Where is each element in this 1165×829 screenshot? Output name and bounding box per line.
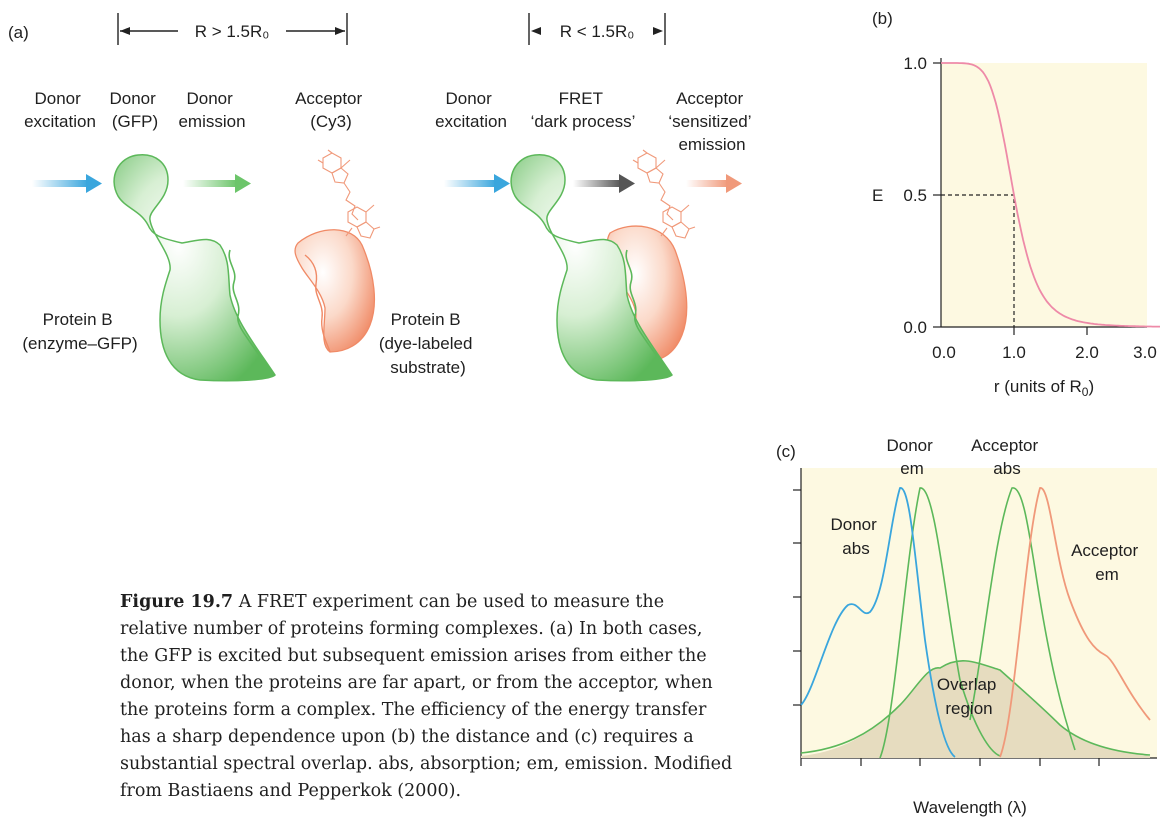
panel-a: (a) R > 1.5R₀ R < 1.5R₀ Donor excitation… [8, 13, 755, 382]
panel-b: (b) 1.0 0.5 0.0 E 0.0 1.0 2.0 3.0 r (uni… [872, 9, 1160, 399]
y-axis-label-b: E [872, 186, 883, 205]
label-protein-b-dye: Protein B (dye-labeled substrate) [379, 310, 477, 377]
figure-number: Figure 19.7 [120, 592, 234, 612]
gfp-shape [113, 154, 276, 382]
donor-abs-curve [800, 487, 956, 758]
complex-gfp-shape [510, 154, 673, 382]
label-acceptor-cy3: Acceptor (Cy3) [295, 89, 367, 131]
label-donor-excitation-2: Donor excitation [435, 89, 507, 131]
arrow-donor-excitation-2 [444, 174, 510, 193]
label-acceptor-em: Acceptor em [1071, 541, 1143, 584]
y-tick-1: 1.0 [903, 54, 927, 73]
label-donor-gfp: Donor (GFP) [109, 89, 160, 131]
arrow-acceptor-emission [686, 174, 742, 193]
x-tick-2: 2.0 [1075, 343, 1099, 362]
arrow-donor-excitation [32, 174, 102, 193]
panel-b-label: (b) [872, 9, 893, 28]
arrow-fret-transfer [573, 174, 635, 193]
label-donor-abs: Donor abs [830, 515, 881, 558]
arrow-donor-emission [183, 174, 251, 193]
label-acceptor-abs: Acceptor abs [971, 436, 1043, 478]
label-donor-excitation: Donor excitation [24, 89, 96, 131]
cy3-dye-molecule [317, 149, 381, 239]
x-axis-label-c: Wavelength (λ) [913, 798, 1027, 817]
distance-label-near: R < 1.5R₀ [560, 22, 635, 41]
protein-b-dye-substrate [294, 229, 376, 353]
caption-text: A FRET experiment can be used to measure… [120, 592, 733, 801]
label-acceptor-sensitized: Acceptor ‘sensitized’ emission [668, 89, 755, 154]
x-axis-label-b: r (units of R0) [994, 377, 1094, 399]
y-tick-05: 0.5 [903, 186, 927, 205]
label-overlap-region: Overlap region [937, 675, 1001, 718]
axis-ticks-c [793, 489, 1100, 766]
label-protein-b-gfp: Protein B (enzyme–GFP) [22, 310, 137, 353]
protein-b-enzyme-gfp [113, 154, 276, 382]
substrate-shape [294, 229, 376, 353]
x-tick-3: 3.0 [1133, 343, 1157, 362]
panel-a-label: (a) [8, 23, 29, 42]
protein-complex [510, 154, 688, 382]
y-tick-0: 0.0 [903, 318, 927, 337]
plot-area-b [941, 63, 1147, 327]
donor-em-curve [879, 487, 1001, 759]
label-donor-em: Donor em [886, 436, 937, 478]
cy3-dye-molecule-complex [632, 149, 696, 239]
label-fret-dark-process: FRET ‘dark process’ [531, 89, 636, 131]
label-donor-emission: Donor emission [178, 89, 245, 131]
panel-c-label: (c) [776, 442, 796, 461]
acceptor-abs-peak [969, 487, 1076, 751]
panel-c: (c) Donor em Acceptor abs [776, 436, 1157, 817]
overlap-region [801, 660, 1150, 758]
efficiency-curve [941, 62, 1160, 328]
distance-bracket-near: R < 1.5R₀ [528, 13, 666, 45]
x-tick-1: 1.0 [1002, 343, 1026, 362]
x-tick-0: 0.0 [932, 343, 956, 362]
acceptor-em-curve [999, 487, 1151, 758]
distance-label-far: R > 1.5R₀ [195, 22, 270, 41]
distance-bracket-far: R > 1.5R₀ [117, 13, 348, 45]
figure-caption: Figure 19.7 A FRET experiment can be use… [120, 589, 735, 805]
